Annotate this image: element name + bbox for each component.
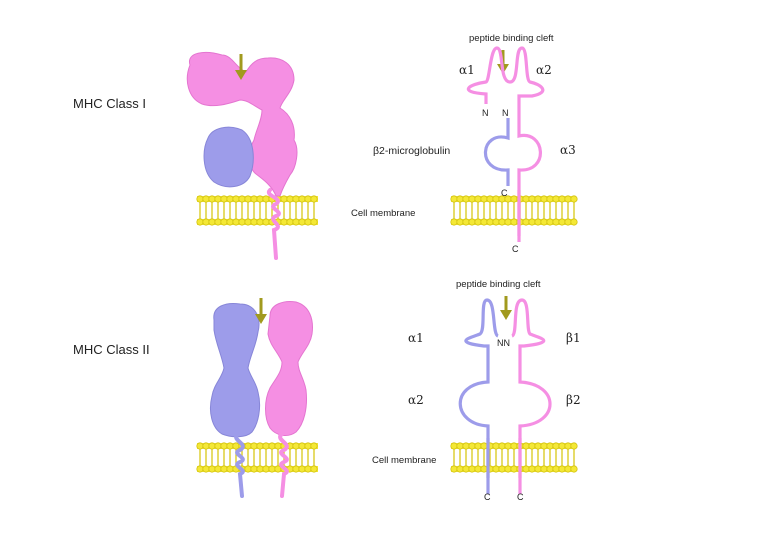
class2-cartoon — [196, 298, 318, 498]
class1-beta2m-label: β2-microglobulin — [373, 145, 450, 157]
class1-alpha-tail — [266, 188, 281, 260]
class2-beta-chain-blob — [265, 301, 313, 436]
class2-cartoon-membrane — [196, 442, 318, 473]
class2-alpha2-label: α2 — [408, 393, 424, 407]
class2-alpha1-label: α1 — [408, 331, 424, 345]
class2-alpha-chain — [458, 298, 500, 494]
class2-beta2-label: β2 — [566, 393, 581, 407]
class2-membrane-label: Cell membrane — [372, 455, 436, 466]
class1-c-beta2m: C — [501, 188, 508, 198]
down-arrow-icon — [255, 298, 267, 324]
class2-cleft-label: peptide binding cleft — [456, 279, 541, 290]
class1-schematic-membrane — [450, 195, 578, 226]
class2-schematic-membrane — [450, 442, 578, 473]
class1-cartoon-membrane — [196, 195, 318, 226]
class2-nn-label: NN — [497, 338, 510, 348]
class1-alpha-chain-blob — [186, 52, 298, 197]
class2-beta-tail — [278, 432, 289, 498]
class1-alpha-chain — [466, 46, 545, 242]
down-arrow-icon — [235, 54, 247, 80]
class2-alpha-tail — [234, 432, 245, 498]
class2-beta1-label: β1 — [566, 331, 581, 345]
class2-alpha-chain-blob — [209, 303, 261, 438]
class1-alpha2-label: α2 — [536, 63, 552, 77]
class2-c-alpha: C — [484, 492, 491, 502]
class1-beta2m-chain — [483, 118, 510, 186]
class1-c-alpha: C — [512, 244, 519, 254]
class2-title: MHC Class II — [73, 342, 150, 357]
class1-n-right: N — [502, 108, 509, 118]
class2-beta-chain — [510, 298, 552, 494]
class2-c-beta: C — [517, 492, 524, 502]
class2-schematic: peptide binding cleft α1 α2 β1 β2 NN C C… — [372, 279, 581, 502]
down-arrow-icon — [500, 296, 512, 320]
class1-cleft-label: peptide binding cleft — [469, 33, 554, 44]
class1-title: MHC Class I — [73, 96, 146, 111]
class1-membrane-label: Cell membrane — [351, 208, 415, 219]
class1-alpha3-label: α3 — [560, 143, 576, 157]
class1-n-left: N — [482, 108, 489, 118]
class1-cartoon — [186, 52, 318, 260]
class1-beta2m-blob — [203, 126, 254, 188]
class1-alpha1-label: α1 — [459, 63, 475, 77]
class1-schematic: peptide binding cleft α1 α2 α3 β2-microg… — [351, 33, 578, 254]
